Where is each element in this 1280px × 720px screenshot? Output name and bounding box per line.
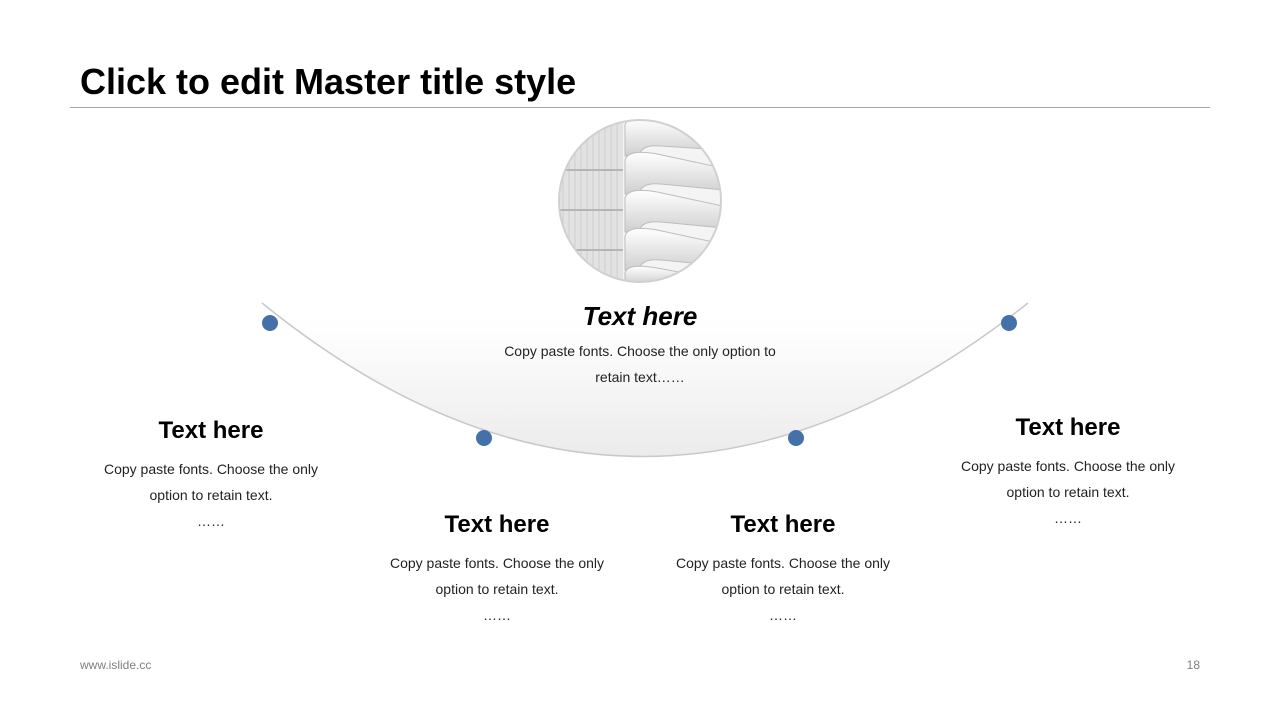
building-photo bbox=[558, 119, 722, 283]
text-block-2[interactable]: Text here Copy paste fonts. Choose the o… bbox=[381, 510, 613, 628]
text-block-heading[interactable]: Text here bbox=[730, 511, 836, 538]
text-block-ellipsis: …… bbox=[1054, 510, 1082, 526]
center-body[interactable]: Copy paste fonts. Choose the only option… bbox=[504, 343, 776, 385]
title-divider bbox=[70, 107, 1210, 108]
text-block-body[interactable]: Copy paste fonts. Choose the only option… bbox=[103, 461, 319, 503]
timeline-dot bbox=[1001, 315, 1017, 331]
text-block-heading[interactable]: Text here bbox=[444, 511, 550, 538]
text-block-heading[interactable]: Text here bbox=[1015, 414, 1121, 441]
timeline-dot bbox=[476, 430, 492, 446]
text-block-ellipsis: …… bbox=[483, 607, 511, 623]
center-text-block[interactable]: Text here Copy paste fonts. Choose the o… bbox=[490, 300, 790, 390]
text-block-ellipsis: …… bbox=[197, 513, 225, 529]
center-heading[interactable]: Text here bbox=[582, 301, 698, 331]
slide-title[interactable]: Click to edit Master title style bbox=[80, 61, 577, 102]
timeline-dot bbox=[262, 315, 278, 331]
footer-website: www.islide.cc bbox=[80, 658, 152, 672]
text-block-1[interactable]: Text here Copy paste fonts. Choose the o… bbox=[95, 416, 327, 534]
text-block-heading[interactable]: Text here bbox=[158, 417, 264, 444]
text-block-4[interactable]: Text here Copy paste fonts. Choose the o… bbox=[952, 413, 1184, 531]
text-block-body[interactable]: Copy paste fonts. Choose the only option… bbox=[960, 458, 1176, 500]
arc-line bbox=[261, 302, 1029, 458]
page-number: 18 bbox=[1186, 658, 1200, 672]
text-block-ellipsis: …… bbox=[769, 607, 797, 623]
text-block-body[interactable]: Copy paste fonts. Choose the only option… bbox=[675, 555, 891, 597]
timeline-dot bbox=[788, 430, 804, 446]
text-block-3[interactable]: Text here Copy paste fonts. Choose the o… bbox=[667, 510, 899, 628]
text-block-body[interactable]: Copy paste fonts. Choose the only option… bbox=[389, 555, 605, 597]
